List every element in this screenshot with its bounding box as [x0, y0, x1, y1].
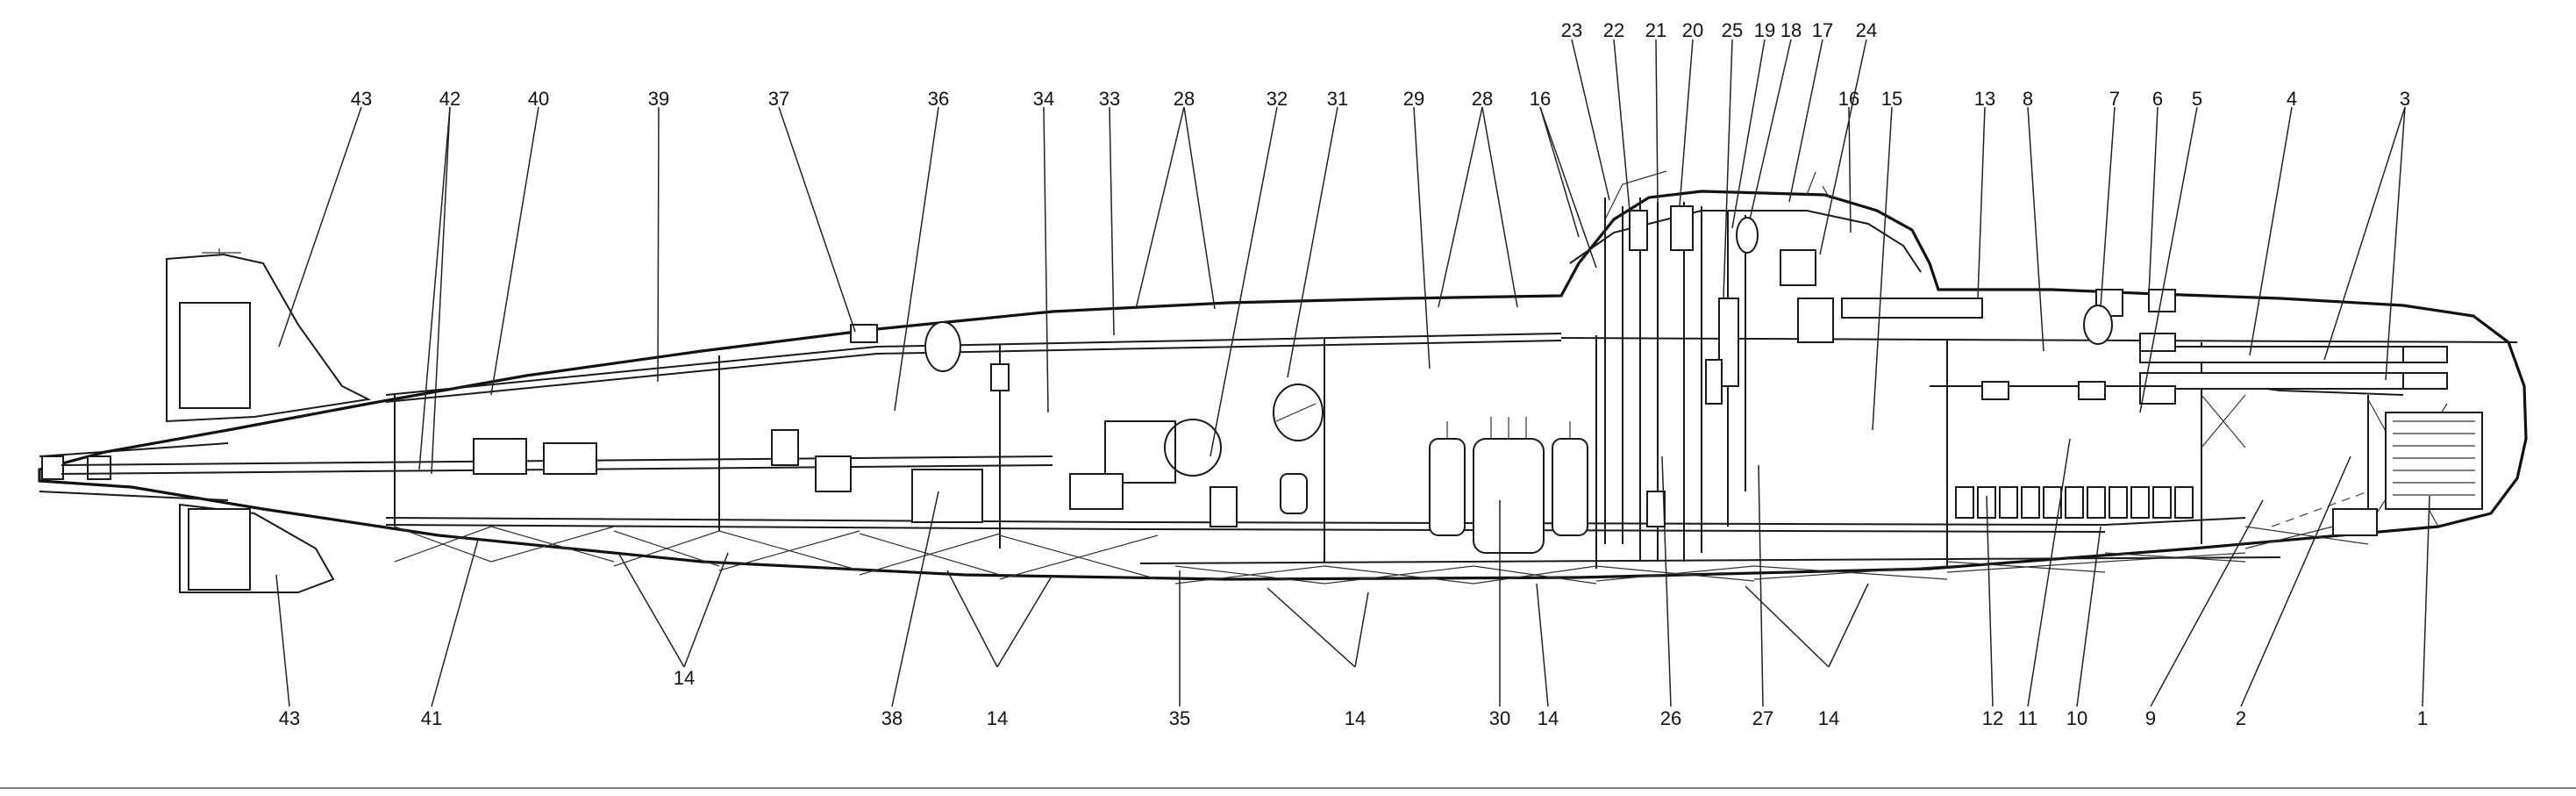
callout-top: 43 — [351, 88, 372, 110]
aft-machinery — [473, 321, 1010, 523]
torpedo-tubes — [2139, 333, 2448, 405]
stern-cone — [39, 442, 229, 501]
callout-top: 15 — [1881, 88, 1902, 110]
callouts-bottom: 43 41 14 38 14 35 14 30 14 26 27 14 12 1… — [279, 667, 2428, 729]
callout-bottom: 27 — [1752, 707, 1773, 729]
callout-bottom: 1 — [2417, 707, 2428, 729]
callout-bottom: 41 — [421, 707, 442, 729]
callout-bottom: 12 — [1982, 707, 2003, 729]
callout-bottom: 38 — [881, 707, 903, 729]
callout-top: 21 — [1645, 19, 1666, 41]
callout-top: 33 — [1099, 88, 1120, 110]
callout-top: 16 — [1530, 88, 1551, 110]
callout-top: 40 — [528, 88, 549, 110]
periscopes-and-masts — [1604, 197, 1759, 562]
callout-bottom: 14 — [1345, 707, 1366, 729]
callout-bottom: 9 — [2145, 707, 2156, 729]
callout-bottom: 14 — [987, 707, 1008, 729]
callout-bottom: 14 — [1818, 707, 1839, 729]
callout-top: 28 — [1174, 88, 1195, 110]
ballast-tanks — [394, 394, 2448, 584]
callout-top: 23 — [1561, 19, 1582, 41]
callout-top: 37 — [768, 88, 789, 110]
torpedo-rack — [2332, 412, 2483, 536]
callout-bottom: 14 — [674, 667, 695, 689]
callout-bottom: 2 — [2236, 707, 2246, 729]
leader-lines-bottom — [275, 438, 2430, 707]
callout-top: 19 — [1754, 19, 1775, 41]
callout-bottom: 35 — [1169, 707, 1190, 729]
callout-top: 5 — [2192, 88, 2202, 110]
callout-top: 24 — [1856, 19, 1877, 41]
callout-bottom: 26 — [1660, 707, 1681, 729]
batteries — [1955, 486, 2194, 519]
callout-bottom: 30 — [1489, 707, 1510, 729]
callout-bottom: 11 — [2018, 707, 2038, 729]
turbine-room-equipment — [1069, 384, 1324, 527]
callout-top: 13 — [1974, 88, 1995, 110]
sail — [1569, 170, 1922, 273]
callout-top: 20 — [1682, 19, 1703, 41]
callout-bottom: 43 — [279, 707, 300, 729]
callout-bottom: 10 — [2066, 707, 2087, 729]
callout-top: 7 — [2109, 88, 2120, 110]
callout-top: 32 — [1267, 88, 1288, 110]
callout-top: 18 — [1780, 19, 1802, 41]
callout-top: 29 — [1403, 88, 1424, 110]
callout-bottom: 14 — [1538, 707, 1559, 729]
callout-top: 6 — [2152, 88, 2163, 110]
callout-top: 8 — [2023, 88, 2033, 110]
callout-top: 22 — [1603, 19, 1624, 41]
reactor — [1429, 417, 1588, 554]
callout-top: 42 — [439, 88, 460, 110]
callout-top: 31 — [1327, 88, 1348, 110]
callout-top: 4 — [2287, 88, 2297, 110]
bulkheads — [394, 335, 2369, 569]
callout-top: 39 — [648, 88, 669, 110]
callout-top: 17 — [1812, 19, 1833, 41]
callout-top: 25 — [1722, 19, 1743, 41]
rudder-upper — [166, 248, 372, 423]
leader-lines-top — [278, 39, 2406, 475]
callout-top: 36 — [928, 88, 949, 110]
callout-top: 28 — [1472, 88, 1493, 110]
callout-top: 16 — [1838, 88, 1859, 110]
callout-top: 3 — [2400, 88, 2410, 110]
rudder-lower — [179, 503, 335, 593]
forward-equipment — [1780, 249, 2176, 400]
callouts-top: 43 42 40 39 37 36 34 33 28 32 31 29 28 1… — [351, 19, 2410, 110]
callout-top: 34 — [1033, 88, 1054, 110]
